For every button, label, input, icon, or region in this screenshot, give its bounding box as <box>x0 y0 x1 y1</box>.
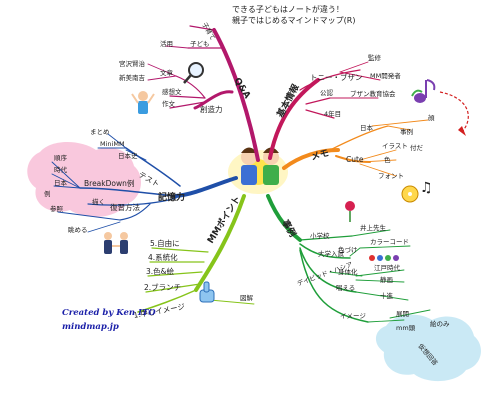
title-line-1: できる子どもはノートが違う！ <box>232 4 344 14</box>
cases-child-10: 唱える <box>336 284 355 292</box>
memo-child-6: 色 <box>384 155 391 164</box>
basic-child-1: トニー・ブザン <box>310 72 363 82</box>
points-child-6: 図解 <box>240 293 254 302</box>
music-notes-icon <box>411 79 436 103</box>
memory-child-10: 描く <box>92 197 105 206</box>
credit-site: mindmap.jp <box>62 322 119 332</box>
qa-child-7: 感想文 <box>162 87 182 96</box>
basic-child-3: MM開発者 <box>370 71 401 80</box>
basic-child-4: 公認 <box>320 88 334 97</box>
center-image <box>228 147 288 194</box>
memory-child-11: 復習方法 <box>110 202 140 212</box>
cases-child-3: 大学入試 <box>318 249 345 258</box>
memory-child-3: MiniMM <box>100 140 125 148</box>
cases-child-13: 展開 <box>396 310 409 318</box>
memory-child-4: 日本史 <box>118 151 138 160</box>
memory-child-12: 参照 <box>50 204 64 213</box>
image-cloud <box>375 314 481 382</box>
thinking-child-icon <box>131 91 155 114</box>
dashed-arrow <box>439 91 469 133</box>
memo-label: メモ <box>310 148 330 163</box>
music-cd-icon: ♫ <box>401 180 433 203</box>
memo-child-7: フォント <box>378 172 404 180</box>
cases-child-14: 絵のみ <box>430 319 450 328</box>
magnifier-icon <box>183 62 204 84</box>
branch-memo <box>282 119 429 177</box>
handshake-icon <box>104 232 128 254</box>
branch-basic <box>268 61 381 160</box>
cases-child-11: 十進 <box>380 291 394 300</box>
arrow-head-icon <box>458 126 466 136</box>
memo-child-8: 顔 <box>428 113 435 122</box>
qa-child-3: 活用 <box>160 39 173 48</box>
memory-cloud <box>27 142 141 217</box>
branch-memory <box>51 133 238 233</box>
title-line-2: 親子ではじめるマインドマップ(R) <box>232 15 355 25</box>
memo-child-1: 日本 <box>360 123 374 132</box>
memory-label: 記憶力 <box>158 191 185 203</box>
branch-cases <box>266 194 431 323</box>
qa-child-4: 文章 <box>160 68 174 77</box>
cases-child-8: 江戸時代 <box>374 263 401 272</box>
qa-child-2: 子ども <box>190 40 210 48</box>
branch-points <box>137 194 255 313</box>
cases-child-12: イメージ <box>340 312 366 320</box>
qa-child-9: 創造力 <box>200 104 223 114</box>
memory-child-7: 時代 <box>54 165 68 174</box>
memory-child-8: 日本 <box>54 178 68 187</box>
qa-child-6: 宮沢賢治 <box>119 59 146 68</box>
qa-label: Q&A <box>231 76 251 100</box>
cases-child-7: 身体化 <box>338 267 358 276</box>
branch-qa <box>147 25 260 162</box>
thumbs-up-icon <box>199 281 215 303</box>
cases-child-9: 静画 <box>380 275 393 284</box>
cases-child-4: 色づけ <box>338 245 358 254</box>
memo-child-2: 事例 <box>400 127 413 136</box>
cases-child-1: 小学校 <box>310 231 330 240</box>
memo-child-4: イラスト <box>382 142 408 150</box>
color-dots-icon <box>369 255 399 261</box>
points-child-4: 2.ブランチ <box>144 282 181 292</box>
memory-child-13: 眺める <box>68 225 88 234</box>
memory-child-9: 例 <box>44 189 51 198</box>
points-child-2: 4.系統化 <box>148 252 178 262</box>
points-label: MMポイント <box>204 194 243 246</box>
basic-child-6: 4年目 <box>324 109 341 118</box>
memory-child-2: まとめ <box>90 128 110 136</box>
memo-child-3: Cute <box>346 155 364 164</box>
qa-child-5: 新美南吉 <box>119 73 146 82</box>
credit-author: Created by Ken ITO <box>62 308 156 318</box>
cases-child-5: カラーコード <box>370 238 409 246</box>
basic-child-5: ブザン教育協会 <box>350 89 396 98</box>
qa-child-8: 作文 <box>162 99 176 108</box>
points-child-3: 3.色&絵 <box>146 266 175 276</box>
cases-child-2: 井上先生 <box>360 223 387 232</box>
cases-child-15: mm頭 <box>396 324 416 332</box>
memory-child-6: 順序 <box>54 153 68 162</box>
rose-icon <box>345 201 355 222</box>
points-child-1: 5.自由に <box>150 238 180 248</box>
svg-text:♫: ♫ <box>420 180 433 196</box>
basic-child-2: 監修 <box>368 53 382 62</box>
memo-child-5: 付だ <box>410 143 424 152</box>
memory-child-5: BreakDown例 <box>84 178 134 188</box>
